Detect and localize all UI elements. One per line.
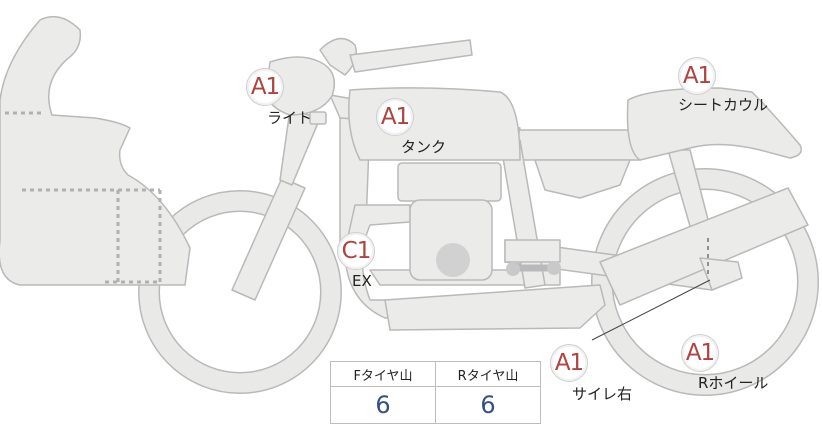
seat-rail [509, 129, 641, 161]
rear-tire-header: Rタイヤ山 [435, 361, 541, 387]
marker-light-label: ライト [267, 109, 313, 127]
marker-exhaust-badge: C1 [337, 232, 375, 270]
engine-block [397, 162, 502, 202]
silencer-leader-line [591, 279, 711, 341]
marker-silencer-right-badge: A1 [550, 344, 588, 382]
tire-tread-table: Fタイヤ山 Rタイヤ山 6 6 [330, 361, 541, 424]
engine-cover [436, 243, 470, 277]
marker-silencer-right-label: サイレ右 [572, 385, 633, 403]
exhaust-pipe [384, 284, 606, 331]
marker-seat-cowl-badge: A1 [678, 57, 716, 95]
marker-rear-wheel-badge: A1 [681, 334, 719, 372]
headlight [265, 56, 335, 116]
marker-light-badge: A1 [246, 68, 284, 106]
marker-tank-badge: A1 [376, 98, 414, 136]
front-tire-value: 6 [330, 386, 436, 424]
marker-exhaust-label: EX [352, 272, 372, 290]
front-fork [231, 177, 306, 301]
front-fairing [0, 15, 191, 286]
handlebar [319, 37, 357, 76]
marker-seat-cowl-label: シートカウル [678, 96, 769, 114]
marker-rear-wheel-label: Rホイール [698, 374, 769, 392]
front-tire-header: Fタイヤ山 [330, 361, 436, 387]
marker-tank-label: タンク [401, 138, 447, 156]
rear-tire-value: 6 [435, 386, 541, 424]
muffler [599, 187, 809, 306]
